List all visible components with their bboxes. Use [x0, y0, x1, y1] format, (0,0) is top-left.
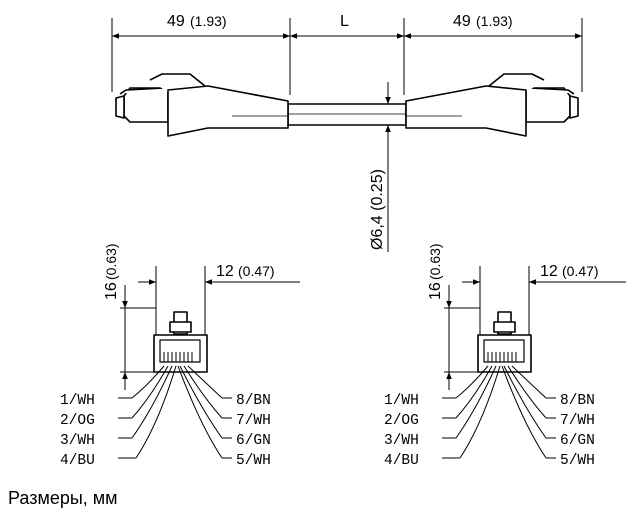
left-plug-height-mm: 16: [103, 282, 120, 300]
right-plug-height-in: (0.63): [427, 243, 443, 280]
right-plug-height-mm: 16: [427, 282, 444, 300]
left-pin-8: 8/BN: [236, 393, 271, 409]
right-pin-6: 6/GN: [560, 433, 595, 449]
right-pin-3: 3/WH: [384, 433, 419, 449]
right-pin-7: 7/WH: [560, 413, 595, 429]
right-plug-width-in: (0.47): [562, 263, 599, 279]
left-plug-width-mm: 12: [216, 263, 234, 280]
right-length-mm: 49: [453, 13, 471, 30]
left-plug-height-in: (0.63): [103, 243, 119, 280]
left-pin-1: 1/WH: [60, 393, 95, 409]
right-length-in: (1.93): [476, 13, 513, 29]
left-pin-leaders: [118, 397, 232, 459]
right-pin-8: 8/BN: [560, 393, 595, 409]
left-length-mm: 49: [167, 13, 185, 30]
dimensions-caption: Размеры, мм: [8, 488, 118, 508]
right-pin-2: 2/OG: [384, 413, 419, 429]
cable-diameter-label: Ø6,4 (0.25): [369, 169, 386, 250]
right-plug-front-view: [442, 266, 626, 459]
left-pin-4: 4/BU: [60, 453, 95, 469]
left-pin-6: 6/GN: [236, 433, 271, 449]
left-plug-front-view: [120, 266, 300, 459]
right-pin-4: 4/BU: [384, 453, 419, 469]
left-pin-7: 7/WH: [236, 413, 271, 429]
left-pin-5: 5/WH: [236, 453, 271, 469]
right-pin-1: 1/WH: [384, 393, 419, 409]
cable-side-view: [115, 73, 579, 137]
cable-length-label: L: [340, 13, 349, 30]
left-length-in: (1.93): [190, 13, 227, 29]
right-pin-5: 5/WH: [560, 453, 595, 469]
left-pin-3: 3/WH: [60, 433, 95, 449]
right-plug-width-mm: 12: [540, 263, 558, 280]
left-plug-width-in: (0.47): [238, 263, 275, 279]
top-dimension-lines: [111, 18, 583, 95]
left-pin-2: 2/OG: [60, 413, 95, 429]
